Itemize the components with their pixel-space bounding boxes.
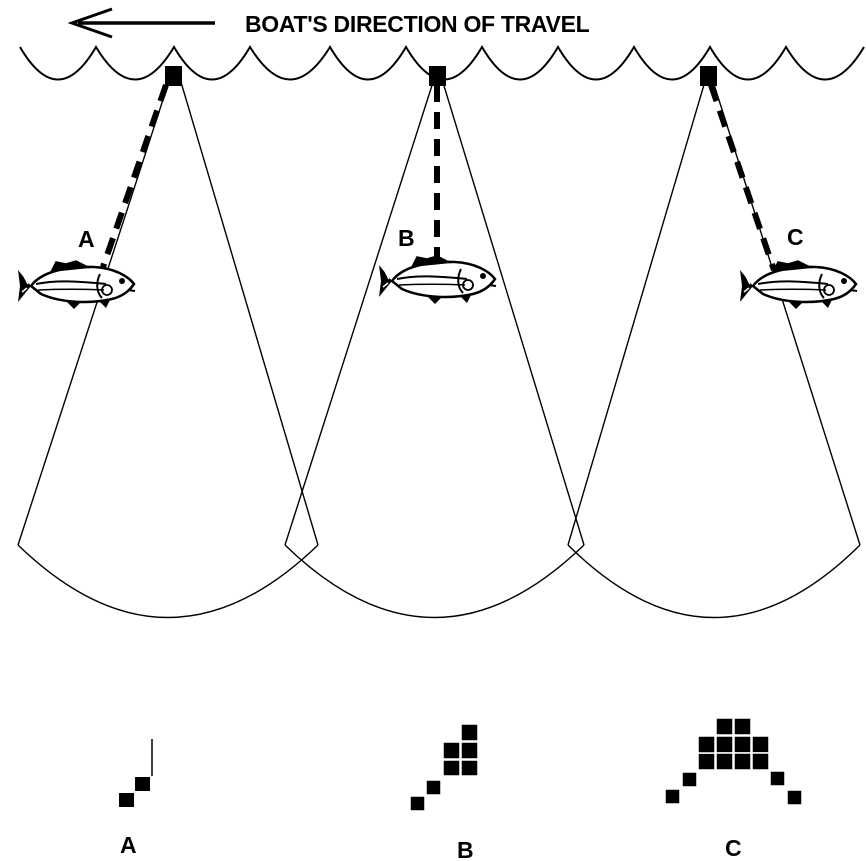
sonar-scene-a: A [16,66,319,619]
display-arch-a [119,739,153,807]
fish-a [16,259,137,311]
pixel [769,770,786,787]
pixel [751,735,770,754]
display-arch-c [664,717,803,806]
pixel [460,759,479,777]
sonar-scene-c: C [567,66,861,619]
direction-label: BOAT'S DIRECTION OF TRAVEL [245,11,590,37]
pixel [786,789,803,806]
transducer-c [700,66,717,86]
pixel [751,752,770,771]
sonar-scene-b: B [284,66,585,619]
display-label-c: C [725,835,742,861]
sonar-cone-b [284,75,585,619]
pixel [733,735,752,754]
pixel [442,741,461,760]
fish-label-b: B [398,225,415,251]
pixel [442,759,461,777]
display-label-a: A [120,832,137,858]
pixel [664,788,681,805]
pixel [697,752,716,771]
pixel [715,717,734,736]
echo-path-c [708,84,777,271]
pixel [460,723,479,742]
pixel [460,741,479,760]
fish-label-a: A [78,226,95,252]
sonar-cone-c [567,77,861,619]
pixel [733,717,752,736]
pixel [733,752,752,771]
pixel [715,735,734,754]
fish-c [738,259,859,311]
display-label-b: B [457,837,474,861]
fish-b [377,254,498,306]
pixel [425,779,442,796]
pixel [119,793,134,807]
pixel [409,795,426,812]
transducer-b [429,66,446,86]
sonar-cone-a [17,71,319,619]
display-arch-b [409,723,479,812]
pixel [135,777,150,791]
pixel [681,771,698,788]
fish-label-c: C [787,224,804,250]
direction-arrow-icon [67,7,215,39]
echo-path-a [100,84,169,268]
pixel [715,752,734,771]
transducer-a [165,66,182,86]
pixel [697,735,716,754]
